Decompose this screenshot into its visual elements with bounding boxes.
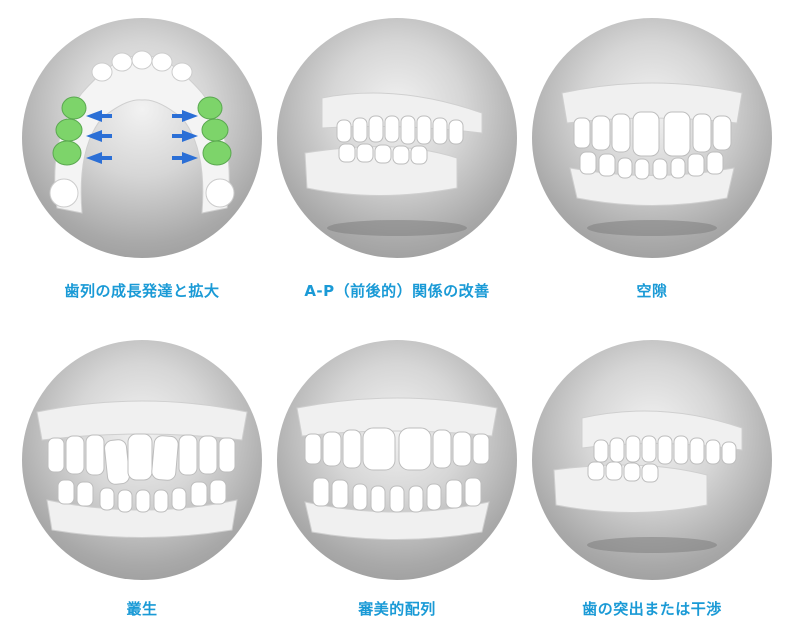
case-illustration	[277, 18, 517, 258]
case-label: 空隙	[636, 282, 668, 300]
case-label: 歯の突出または干渉	[582, 600, 722, 618]
case-illustration	[532, 340, 772, 580]
case-label: 審美的配列	[358, 600, 436, 618]
protrusion-interference-icon	[553, 410, 743, 553]
arch-expansion-icon	[49, 50, 235, 214]
case-label: 叢生	[126, 600, 158, 618]
case-illustration	[22, 18, 262, 258]
case-label: A-P（前後的）関係の改善	[304, 282, 490, 300]
case-illustration	[22, 340, 262, 580]
aesthetic-alignment-icon	[296, 397, 498, 540]
spacing-icon	[561, 82, 743, 236]
crowding-icon	[36, 400, 248, 538]
case-label: 歯列の成長発達と拡大	[64, 282, 220, 300]
case-illustration	[277, 340, 517, 580]
ap-relationship-icon	[304, 92, 483, 236]
case-illustration	[532, 18, 772, 258]
